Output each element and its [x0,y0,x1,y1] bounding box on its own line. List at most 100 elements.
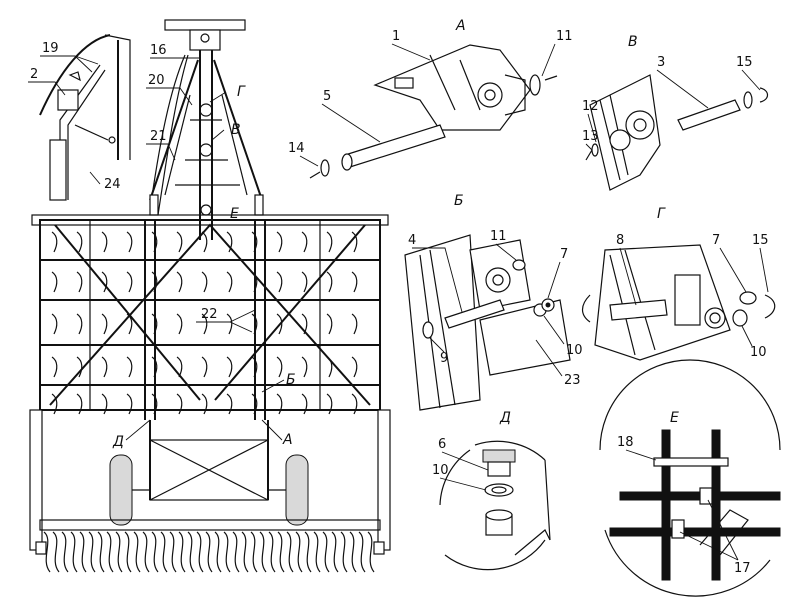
roller-coil [250,531,258,573]
tine [326,231,333,253]
callouts: 19 2 24 16 20 21 22 1 11 5 14 3 15 12 13 [28,29,769,576]
callout-21: 21 [150,129,167,144]
marker-V: В [231,122,241,138]
tine [251,393,258,415]
roller-coil [367,531,375,573]
marker-D: Д [112,434,124,450]
tine [226,271,233,293]
tine [276,393,283,415]
roller-coil [43,531,51,573]
tine [76,313,83,335]
tine [301,271,308,293]
tine [251,231,258,253]
tine [326,356,333,378]
roller-coil [79,531,87,573]
marker-A: А [282,432,293,448]
detail-V [585,74,769,191]
tine [201,356,208,378]
tine [126,313,133,335]
tine [101,356,108,378]
tine [101,231,108,253]
callout-16: 16 [150,43,167,58]
tine [176,271,183,293]
roller-coil [214,531,222,573]
callout-11a: 11 [556,29,573,44]
view-title-A: А [455,18,466,34]
view-title-B: Б [454,193,464,209]
tine [176,393,183,415]
tine [151,313,158,335]
marker-E: Е [230,206,239,222]
callout-5: 5 [323,89,331,104]
main-view-markers: Г В Е Б Д А [112,84,296,450]
roller-coil [349,531,357,573]
view-title-V: В [628,34,638,50]
tine [76,393,83,415]
tine [276,313,283,335]
tine [51,356,58,378]
view-titles: А В Б Г Д Е [454,18,679,426]
tine [176,313,183,335]
tine [201,231,208,253]
tine [151,231,158,253]
tine [51,313,58,335]
callout-13: 13 [582,129,599,144]
tine [251,313,258,335]
tine [201,313,208,335]
tine [151,393,158,415]
roller-coil [322,531,330,573]
roller-coil [151,531,159,573]
roller-coil [196,531,204,573]
callout-12: 12 [582,99,599,114]
roller-coil [340,531,348,573]
callout-22: 22 [201,307,218,322]
callout-4: 4 [408,233,416,248]
roller-coil [358,531,366,573]
callout-20: 20 [148,73,165,88]
roller-coil [70,531,78,573]
tine [151,356,158,378]
tine [226,313,233,335]
roller-coil [61,531,69,573]
tine [351,231,358,253]
tine [101,393,108,415]
roller-coil [223,531,231,573]
roller-coil [277,531,285,573]
roller-coil [286,531,294,573]
callout-7a: 7 [560,247,568,262]
callout-14: 14 [288,141,305,156]
tine [276,271,283,293]
tine [351,393,358,415]
tine [226,231,233,253]
tine [351,313,358,335]
tine [101,313,108,335]
tine [201,271,208,293]
callout-7b: 7 [712,233,720,248]
tine [276,231,283,253]
roller-coil [88,531,96,573]
tine [201,393,208,415]
detail-E [599,359,781,597]
view-title-E: Е [670,410,679,426]
roller-coil [133,531,141,573]
tine [301,231,308,253]
marker-G: Г [237,84,246,100]
roller-coil [205,531,213,573]
callout-17: 17 [734,561,751,576]
roller-coil [268,531,276,573]
main-view-harrow [29,19,391,573]
tine [151,271,158,293]
callout-10b: 10 [750,345,767,360]
tine [76,271,83,293]
callout-10c: 10 [432,463,449,478]
detail-B [404,234,571,411]
tine [301,356,308,378]
roller-coil [313,531,321,573]
callout-6: 6 [438,437,446,452]
tine [76,231,83,253]
roller-coil [187,531,195,573]
roller-coil [97,531,105,573]
tine [276,356,283,378]
detail-A [309,44,558,179]
tine [351,356,358,378]
